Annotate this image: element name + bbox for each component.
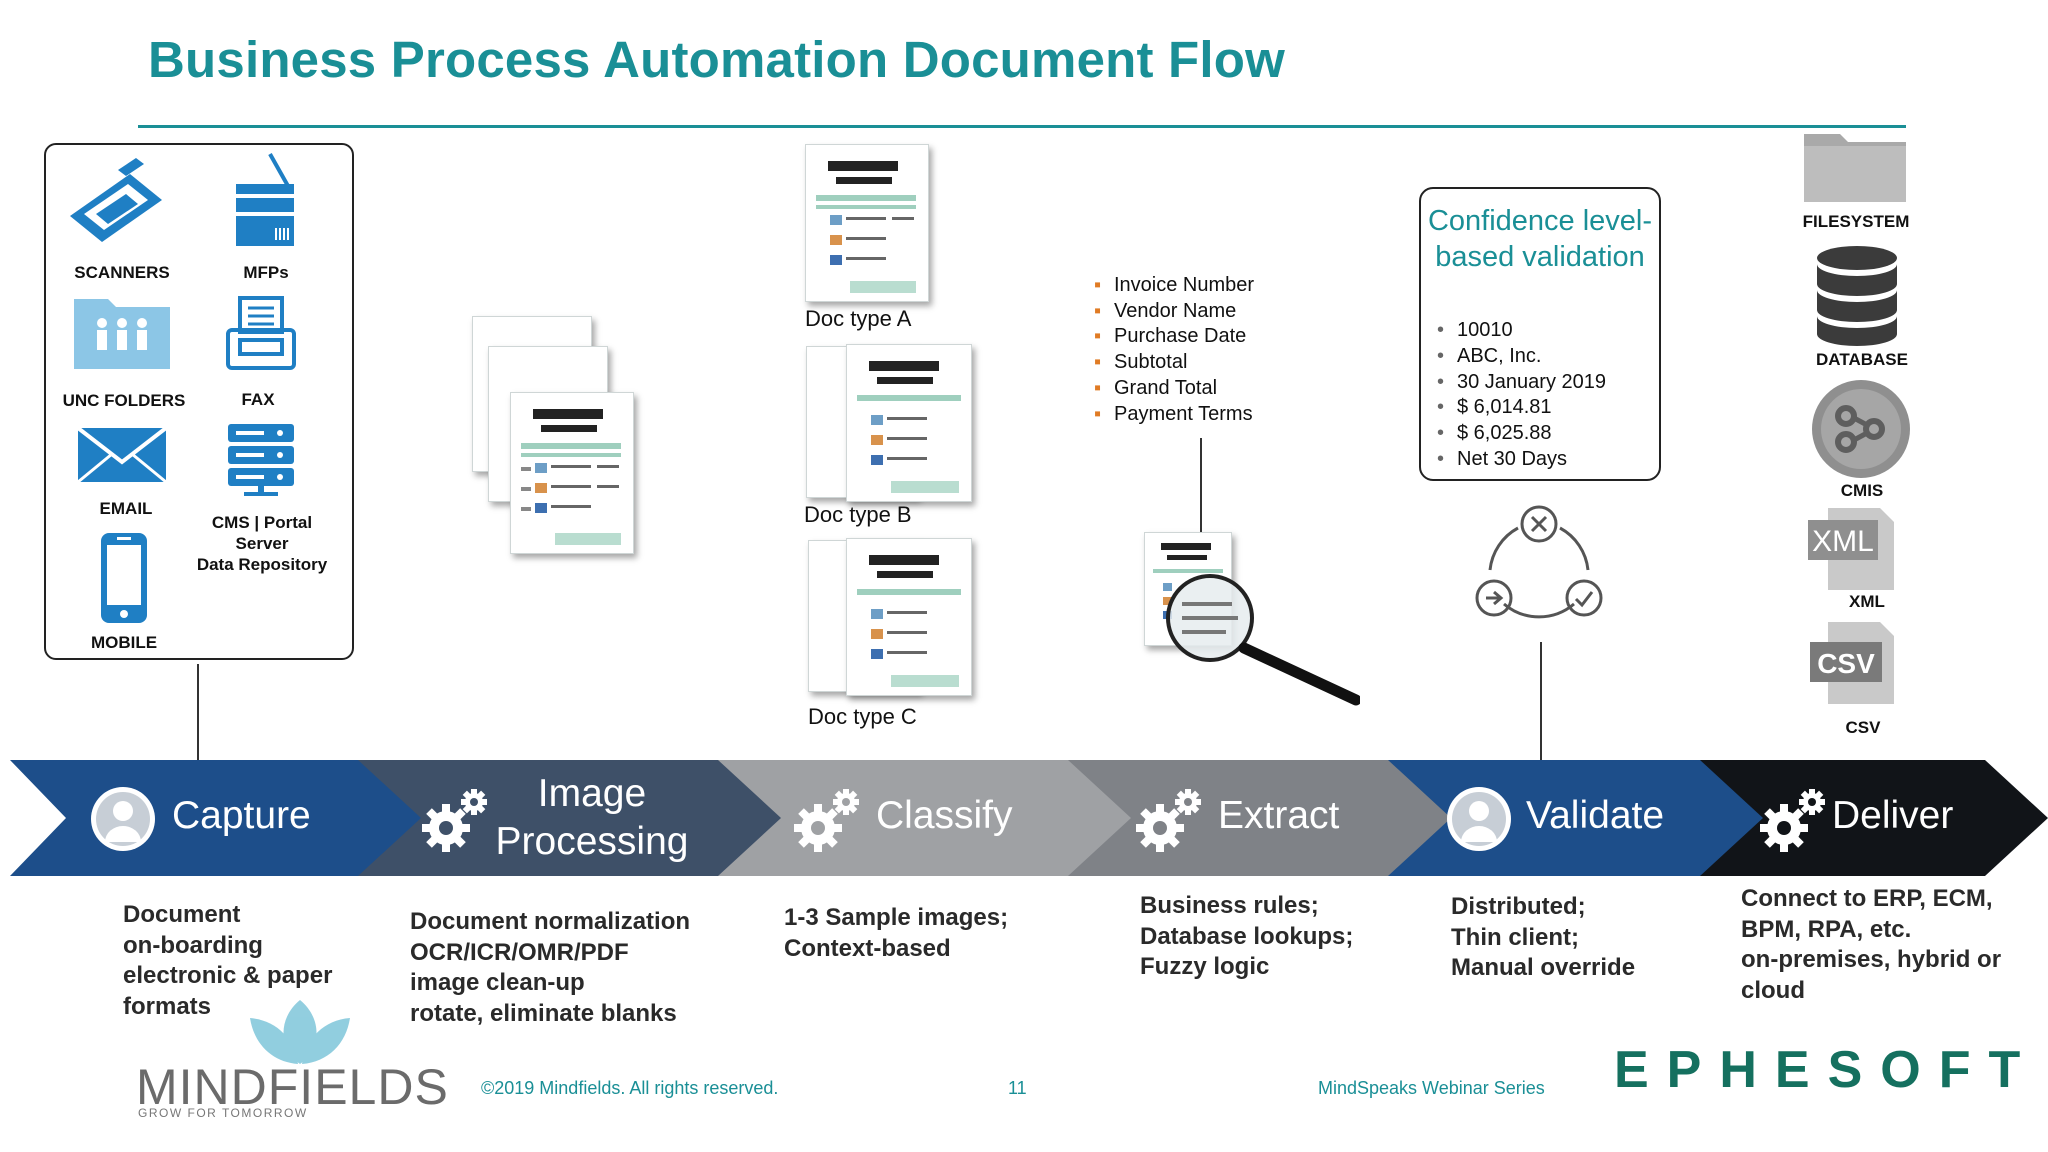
mindfields-logo: MINDFIELDS: [136, 1059, 449, 1115]
document-lines: [857, 555, 961, 687]
stage-label-validate: Validate: [1526, 794, 1665, 837]
list-item: ▪Purchase Date: [1094, 325, 1247, 348]
user-icon: [91, 787, 155, 851]
extract-field-list: ▪Invoice Number ▪Vendor Name ▪Purchase D…: [1094, 273, 1254, 427]
stage-label-capture: Capture: [172, 794, 311, 837]
svg-text:XML: XML: [1812, 525, 1874, 558]
list-item: •30 January 2019: [1437, 370, 1607, 393]
page-number: 11: [1008, 1078, 1027, 1098]
list-item: ▪Grand Total: [1094, 376, 1218, 399]
stage-label-classify: Classify: [876, 794, 1013, 837]
review-cycle-icon: [1475, 505, 1603, 619]
stage-desc-capture: Document on-boarding electronic & paper …: [123, 901, 333, 1020]
stage-label-image-processing: Image Processing: [495, 772, 689, 863]
stage-desc-image-processing: Document normalization OCR/ICR/OMR/PDF i…: [410, 908, 691, 1027]
webinar-series-text: MindSpeaks Webinar Series: [1318, 1078, 1545, 1098]
source-label-mfps: MFPs: [243, 263, 289, 282]
source-label-scanners: SCANNERS: [74, 263, 170, 282]
doc-type-c-label: Doc type C: [808, 704, 917, 729]
list-item: ▪Vendor Name: [1094, 299, 1237, 322]
document-page: [510, 392, 634, 554]
output-label-csv: CSV: [1845, 718, 1881, 737]
shared-folder-icon: [74, 299, 170, 369]
stage-label-extract: Extract: [1218, 794, 1340, 837]
document-type-a-page: [805, 144, 929, 302]
ephesoft-logo: EPHESOFT: [1614, 1041, 2039, 1099]
list-item: •$ 6,025.88: [1437, 422, 1552, 445]
mindfields-tagline: GROW FOR TOMORROW: [138, 1106, 308, 1120]
list-item: ▪Subtotal: [1094, 351, 1188, 374]
database-icon: [1817, 246, 1897, 346]
lotus-logo-icon: [250, 1000, 350, 1064]
stage-label-deliver: Deliver: [1832, 794, 1954, 837]
source-label-unc-folders: UNC FOLDERS: [62, 391, 186, 410]
title-divider: [138, 125, 1906, 128]
connector-line: [1540, 642, 1542, 760]
doc-type-a-label: Doc type A: [805, 306, 912, 331]
list-item: •Net 30 Days: [1437, 447, 1568, 470]
server-icon: [228, 424, 294, 496]
folder-icon: [1804, 134, 1906, 202]
gears-icon: [1136, 789, 1201, 852]
cmis-icon: [1812, 380, 1910, 478]
document-lines: [521, 409, 621, 545]
stage-chevron-image-processing: [358, 760, 781, 876]
document-lines: [857, 361, 961, 493]
phone-icon: [101, 533, 147, 623]
gears-icon: [1760, 789, 1825, 852]
source-label-email: EMAIL: [99, 499, 153, 518]
source-label-cms: CMS | Portal Server Data Repository: [196, 513, 328, 574]
slide-title: Business Process Automation Document Flo…: [148, 31, 1285, 88]
list-item: •10010: [1437, 319, 1513, 341]
csv-file-icon: CSV: [1810, 622, 1894, 704]
list-item: ▪Payment Terms: [1094, 402, 1253, 425]
document-type-c-page: [846, 538, 972, 696]
validation-panel: Confidence level-based validation •10010…: [1419, 187, 1661, 481]
scanner-icon: [70, 158, 162, 242]
document-type-b-page: [846, 344, 972, 502]
list-item: ▪Invoice Number: [1094, 274, 1255, 296]
document-lines: [816, 161, 916, 293]
connector-line: [1200, 438, 1202, 538]
output-label-xml: XML: [1849, 592, 1885, 611]
stage-desc-extract: Business rules; Database lookups; Fuzzy …: [1140, 892, 1354, 980]
xml-file-icon: XML: [1808, 508, 1894, 590]
stage-desc-validate: Distributed; Thin client; Manual overrid…: [1451, 893, 1636, 981]
fax-icon: [226, 296, 296, 370]
validation-title: Confidence level-based validation: [1427, 205, 1653, 273]
stage-desc-classify: 1-3 Sample images; Context-based: [784, 904, 1009, 962]
copyright-text: ©2019 Mindfields. All rights reserved.: [481, 1078, 779, 1098]
stage-desc-deliver: Connect to ERP, ECM, BPM, RPA, etc. on-p…: [1741, 885, 2002, 1004]
validation-values: •10010 •ABC, Inc. •30 January 2019 •$ 6,…: [1437, 318, 1606, 473]
envelope-icon: [76, 426, 168, 484]
output-label-cmis: CMIS: [1840, 481, 1884, 500]
gears-icon: [794, 789, 859, 852]
source-label-fax: FAX: [241, 390, 275, 409]
list-item: •ABC, Inc.: [1437, 344, 1542, 367]
output-label-filesystem: FILESYSTEM: [1802, 212, 1910, 231]
connector-line: [197, 664, 199, 760]
capture-sources-panel: [44, 143, 354, 660]
mfp-icon: [236, 153, 294, 246]
output-label-database: DATABASE: [1816, 350, 1908, 369]
user-icon: [1447, 787, 1511, 851]
source-label-mobile: MOBILE: [90, 633, 158, 652]
gears-icon: [422, 789, 487, 852]
magnifier-icon: [1166, 574, 1360, 706]
doc-type-b-label: Doc type B: [804, 502, 912, 527]
list-item: •$ 6,014.81: [1437, 396, 1552, 419]
svg-text:CSV: CSV: [1817, 648, 1875, 679]
